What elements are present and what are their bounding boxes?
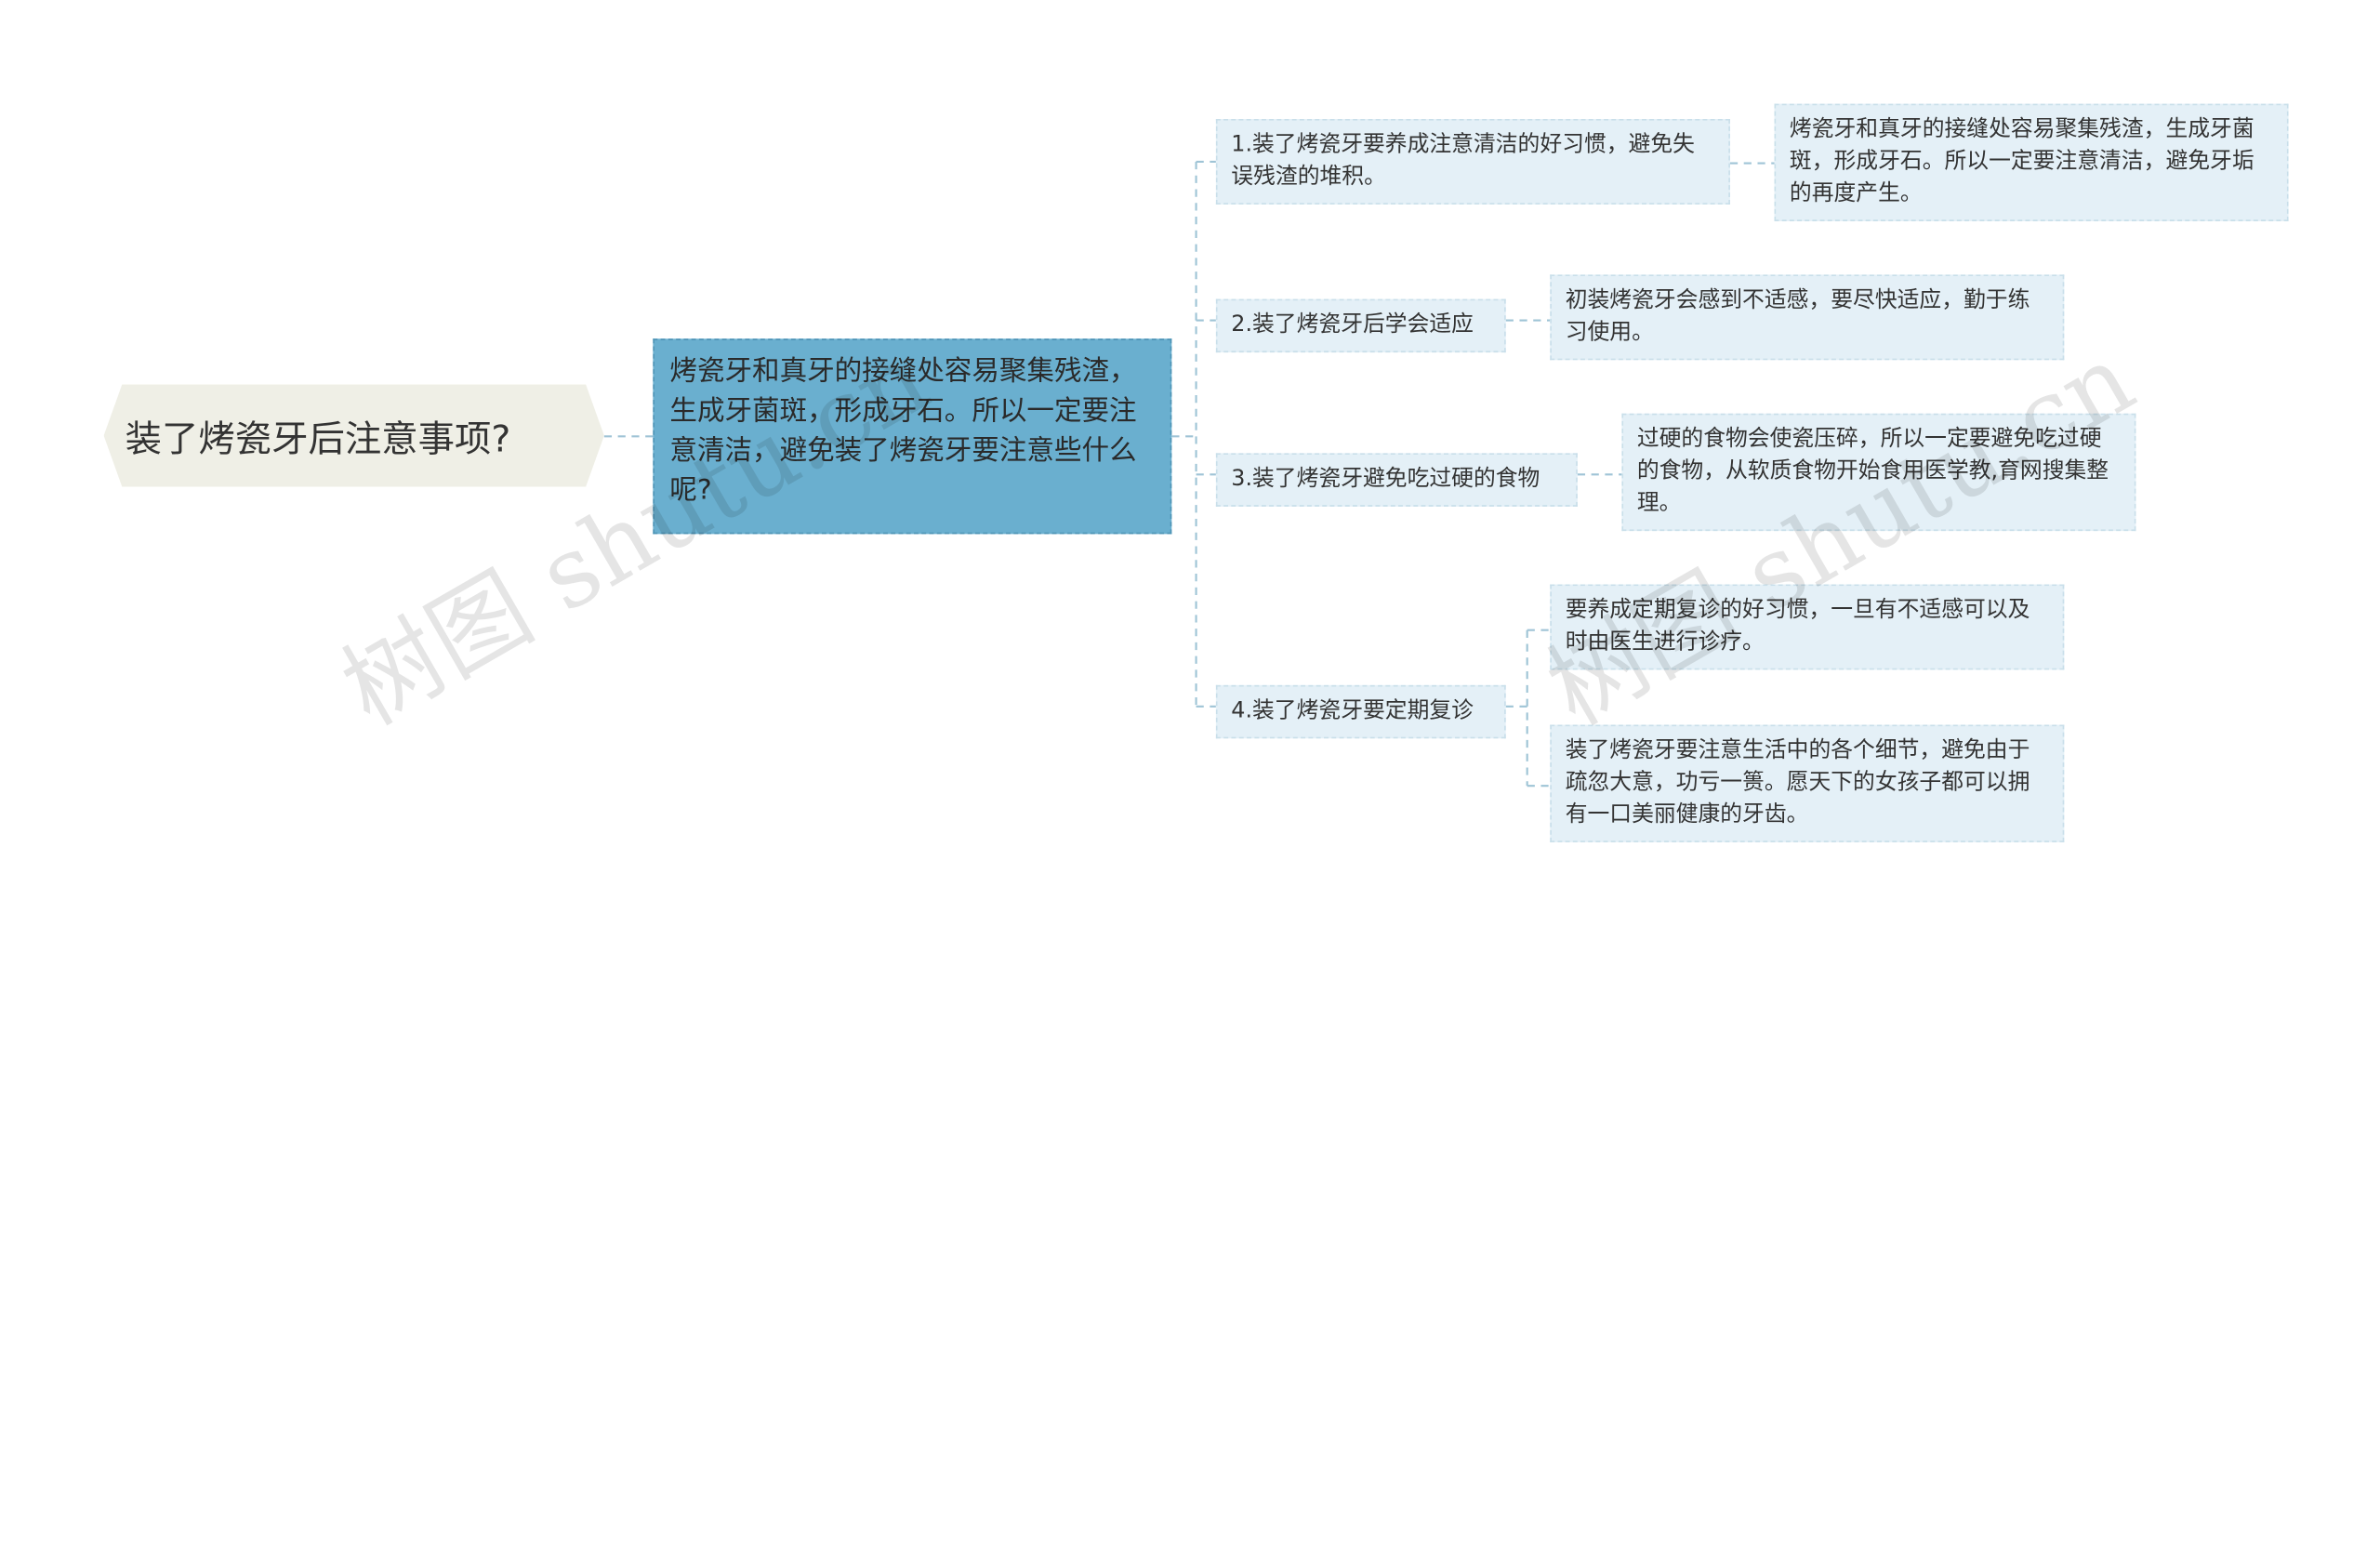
- branch-1-detail-label: 烤瓷牙和真牙的接缝处容易聚集残渣，生成牙菌斑，形成牙石。所以一定要注意清洁，避免…: [1789, 117, 2254, 206]
- branch-1[interactable]: 1.装了烤瓷牙要养成注意清洁的好习惯，避免失误残渣的堆积。: [1215, 119, 1730, 205]
- branch-1-detail[interactable]: 烤瓷牙和真牙的接缝处容易聚集残渣，生成牙菌斑，形成牙石。所以一定要注意清洁，避免…: [1774, 103, 2289, 221]
- central-topic[interactable]: 烤瓷牙和真牙的接缝处容易聚集残渣，生成牙菌斑，形成牙石。所以一定要注意清洁，避免…: [653, 338, 1172, 535]
- root-topic-label: 装了烤瓷牙后注意事项?: [125, 417, 511, 461]
- branch-2-label: 2.装了烤瓷牙后学会适应: [1231, 312, 1474, 338]
- branch-4-detail-1[interactable]: 要养成定期复诊的好习惯，一旦有不适感可以及时由医生进行诊疗。: [1550, 584, 2065, 670]
- branch-2-detail-label: 初装烤瓷牙会感到不适感，要尽快适应，勤于练习使用。: [1565, 288, 2030, 345]
- branch-3[interactable]: 3.装了烤瓷牙避免吃过硬的食物: [1215, 453, 1578, 507]
- branch-4-detail-1-label: 要养成定期复诊的好习惯，一旦有不适感可以及时由医生进行诊疗。: [1565, 598, 2030, 655]
- branch-2-detail[interactable]: 初装烤瓷牙会感到不适感，要尽快适应，勤于练习使用。: [1550, 274, 2065, 361]
- branch-4-detail-2[interactable]: 装了烤瓷牙要注意生活中的各个细节，避免由于疏忽大意，功亏一篑。愿天下的女孩子都可…: [1550, 724, 2065, 842]
- branch-4-label: 4.装了烤瓷牙要定期复诊: [1231, 698, 1474, 723]
- branch-4[interactable]: 4.装了烤瓷牙要定期复诊: [1215, 684, 1506, 739]
- branch-3-detail-label: 过硬的食物会使瓷压碎，所以一定要避免吃过硬的食物，从软质食物开始食用医学教,育网…: [1636, 427, 2109, 516]
- branch-2[interactable]: 2.装了烤瓷牙后学会适应: [1215, 298, 1506, 353]
- root-topic[interactable]: 装了烤瓷牙后注意事项?: [103, 384, 604, 487]
- connector-lines: [603, 160, 1775, 788]
- branch-3-label: 3.装了烤瓷牙避免吃过硬的食物: [1231, 467, 1540, 492]
- branch-1-label: 1.装了烤瓷牙要养成注意清洁的好习惯，避免失误残渣的堆积。: [1231, 132, 1695, 190]
- central-topic-label: 烤瓷牙和真牙的接缝处容易聚集残渣，生成牙菌斑，形成牙石。所以一定要注意清洁，避免…: [669, 355, 1137, 507]
- branch-3-detail[interactable]: 过硬的食物会使瓷压碎，所以一定要避免吃过硬的食物，从软质食物开始食用医学教,育网…: [1621, 413, 2136, 532]
- branch-4-detail-2-label: 装了烤瓷牙要注意生活中的各个细节，避免由于疏忽大意，功亏一篑。愿天下的女孩子都可…: [1565, 738, 2030, 827]
